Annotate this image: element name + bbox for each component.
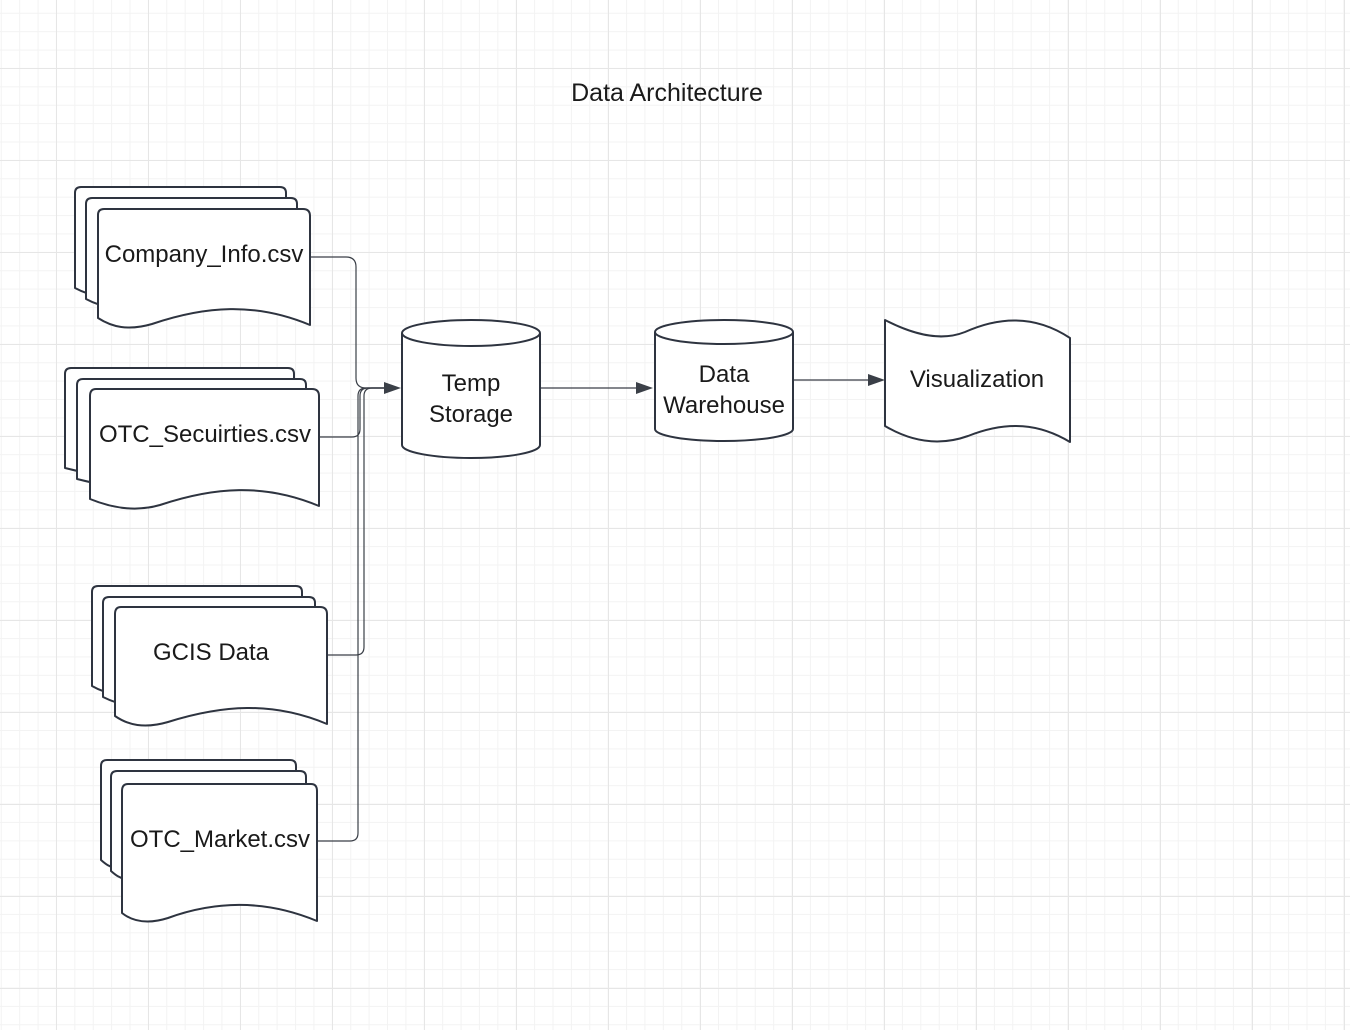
connectors: [310, 256, 885, 842]
visualization-label: Visualization: [910, 366, 1044, 393]
source-otc-securities[interactable]: OTC_Secuirties.csv: [64, 367, 320, 510]
temp-storage-label-line1: Temp: [442, 370, 501, 397]
temp-storage-cylinder[interactable]: Temp Storage: [401, 319, 541, 459]
temp-storage-label-line2: Storage: [429, 401, 513, 428]
source-label: OTC_Secuirties.csv: [99, 421, 311, 448]
arrowhead-temp-storage: [384, 382, 401, 394]
connector-otc-securities[interactable]: [318, 387, 384, 438]
source-otc-market[interactable]: OTC_Market.csv: [100, 759, 318, 923]
arrowhead-warehouse: [636, 382, 653, 394]
source-label: OTC_Market.csv: [130, 826, 310, 853]
data-warehouse-label-line1: Data: [699, 361, 750, 388]
data-warehouse-label-line2: Warehouse: [663, 392, 785, 419]
arrowhead-visualization: [868, 374, 885, 386]
source-company-info[interactable]: Company_Info.csv: [74, 186, 311, 329]
diagram-title: Data Architecture: [571, 79, 763, 107]
source-gcis-data[interactable]: GCIS Data: [91, 585, 328, 727]
visualization-shape[interactable]: Visualization: [884, 319, 1071, 443]
connector-company-info[interactable]: [310, 256, 384, 389]
connector-gcis-data[interactable]: [326, 387, 384, 656]
source-label: GCIS Data: [153, 639, 270, 666]
connector-otc-market[interactable]: [316, 387, 384, 842]
data-warehouse-cylinder[interactable]: Data Warehouse: [654, 319, 794, 442]
source-label: Company_Info.csv: [105, 241, 304, 268]
